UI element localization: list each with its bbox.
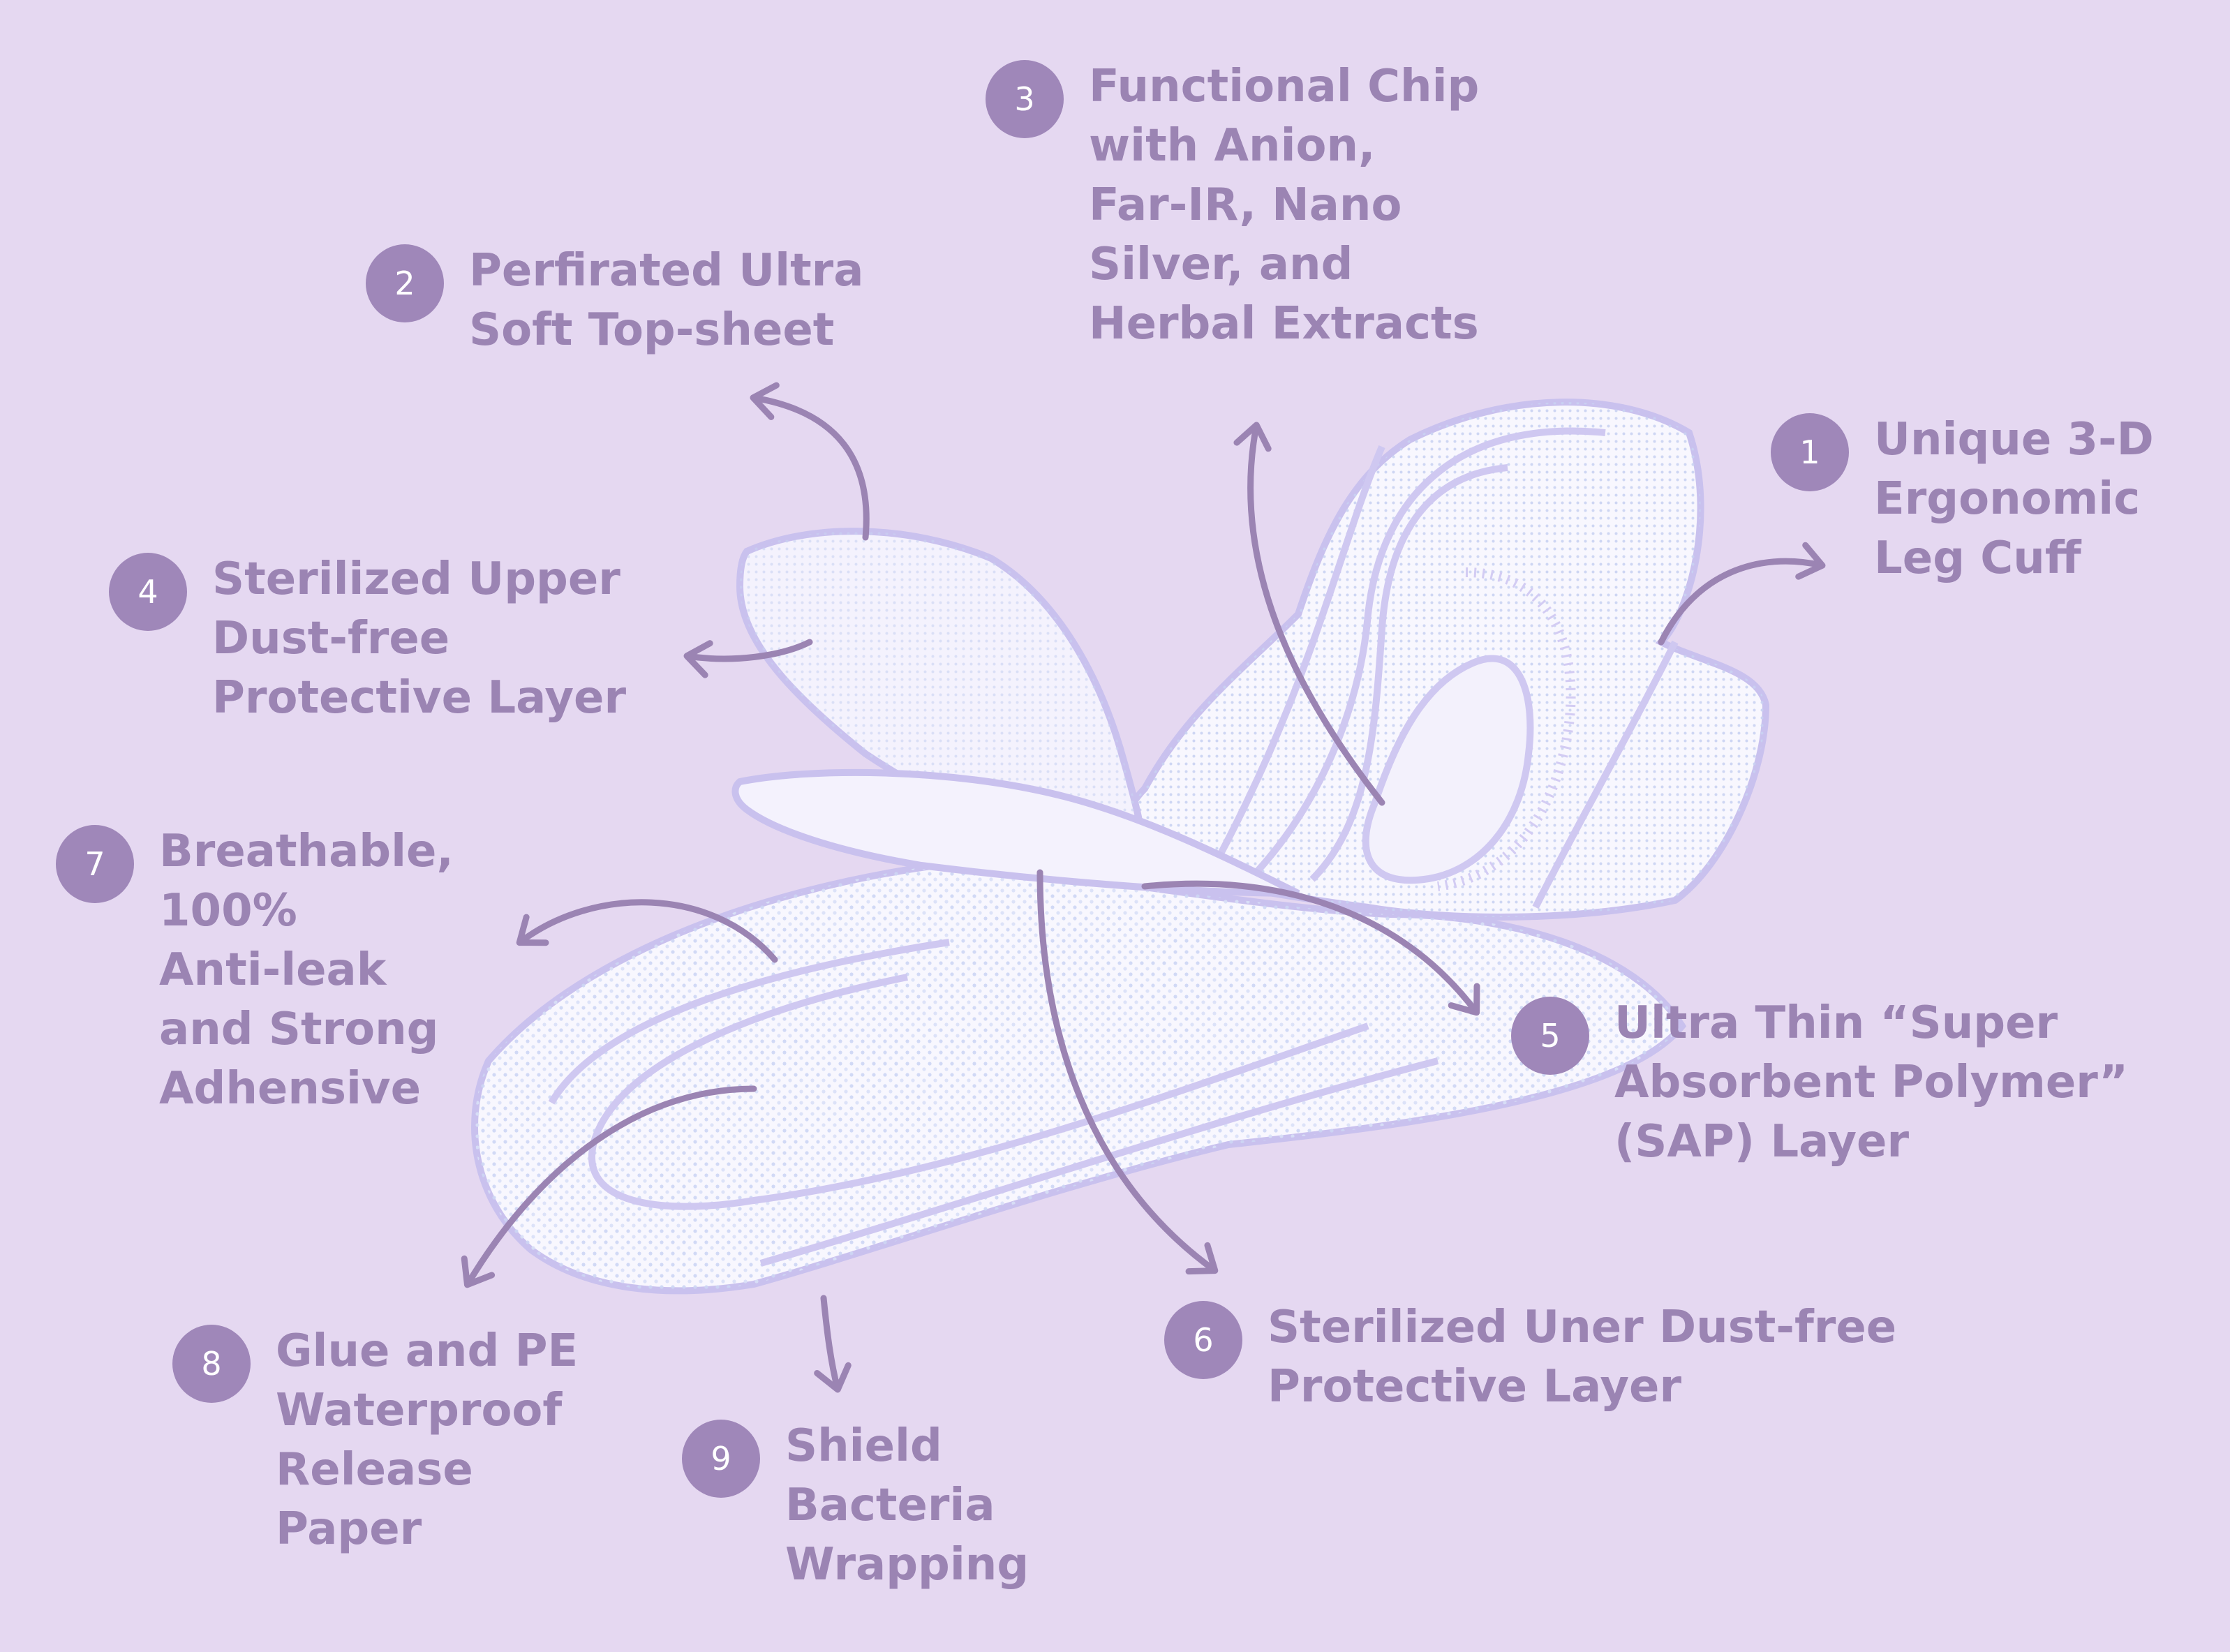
label-line: Protective Layer: [1268, 1361, 1681, 1413]
label-line: Sterilized Uner Dust-free: [1268, 1302, 1897, 1353]
label-line: Breathable,: [159, 826, 454, 877]
label-line: Far-IR, Nano: [1089, 179, 1402, 231]
label-line: Leg Cuff: [1874, 533, 2081, 584]
badge-3: 3: [986, 60, 1064, 138]
label-line: (SAP) Layer: [1614, 1116, 1909, 1168]
callout-6: 6 Sterilized Uner Dust-free Protective L…: [1164, 1298, 1896, 1417]
label-line: Unique 3-D: [1874, 414, 2154, 466]
callout-8: 8 Glue and PE Waterproof Release Paper: [172, 1322, 578, 1559]
arrow-1: [1658, 542, 1826, 646]
label-line: Bacteria: [785, 1480, 995, 1531]
arrow-5: [1141, 880, 1480, 1016]
callout-2: 2 Perfirated Ultra Soft Top-sheet: [366, 241, 863, 360]
label-line: and Strong: [159, 1004, 439, 1055]
label-2: Perfirated Ultra Soft Top-sheet: [469, 241, 863, 360]
label-line: Ergonomic: [1874, 473, 2141, 525]
pad-top-layer: [1113, 399, 1770, 921]
label-line: Ultra Thin “Super: [1614, 997, 2058, 1049]
callout-9: 9 Shield Bacteria Wrapping: [682, 1417, 1029, 1595]
label-3: Functional Chip with Anion, Far-IR, Nano…: [1089, 57, 1479, 354]
arrow-3: [1233, 422, 1385, 806]
label-line: Functional Chip: [1089, 61, 1480, 112]
pad-bottom-layer: [471, 861, 1687, 1295]
label-4: Sterilized Upper Dust-free Protective La…: [212, 550, 626, 728]
label-line: Wrapping: [785, 1539, 1029, 1591]
label-line: 100%: [159, 885, 297, 937]
label-line: Perfirated Ultra: [469, 245, 864, 297]
arrow-9: [814, 1295, 852, 1393]
label-line: Sterilized Upper: [212, 553, 620, 605]
badge-4: 4: [109, 553, 187, 631]
label-line: Anti-leak: [159, 944, 387, 996]
label-line: Dust-free: [212, 613, 450, 664]
label-5: Ultra Thin “Super Absorbent Polymer” (SA…: [1614, 994, 2128, 1172]
pad-upper-flap: [736, 528, 1149, 877]
badge-8: 8: [172, 1325, 251, 1403]
label-9: Shield Bacteria Wrapping: [785, 1417, 1029, 1595]
badge-1: 1: [1771, 413, 1849, 491]
callout-3: 3 Functional Chip with Anion, Far-IR, Na…: [986, 57, 1479, 354]
badge-6: 6: [1164, 1301, 1242, 1379]
arrow-7: [516, 899, 778, 963]
label-line: Adhensive: [159, 1063, 422, 1115]
badge-7: 7: [56, 825, 134, 903]
badge-9: 9: [682, 1420, 760, 1498]
callout-7: 7 Breathable, 100% Anti-leak and Strong …: [56, 822, 454, 1119]
label-line: Soft Top-sheet: [469, 304, 835, 356]
label-line: Waterproof: [276, 1385, 563, 1436]
label-6: Sterilized Uner Dust-free Protective Lay…: [1268, 1298, 1896, 1417]
label-1: Unique 3-D Ergonomic Leg Cuff: [1874, 410, 2154, 588]
label-7: Breathable, 100% Anti-leak and Strong Ad…: [159, 822, 454, 1119]
callout-1: 1 Unique 3-D Ergonomic Leg Cuff: [1771, 410, 2154, 588]
callout-4: 4 Sterilized Upper Dust-free Protective …: [109, 550, 626, 728]
arrow-2: [750, 382, 870, 541]
arrow-8: [461, 1085, 757, 1288]
label-line: Silver, and: [1089, 239, 1353, 290]
label-line: Shield: [785, 1420, 942, 1472]
arrow-4: [683, 639, 813, 678]
pad-absorbent-core: [1362, 655, 1534, 884]
label-line: Protective Layer: [212, 672, 626, 724]
label-line: Release: [276, 1444, 473, 1496]
label-line: Glue and PE: [276, 1325, 579, 1377]
label-line: Absorbent Polymer”: [1614, 1057, 2129, 1108]
arrow-6: [1036, 869, 1219, 1275]
badge-2: 2: [366, 244, 444, 322]
label-8: Glue and PE Waterproof Release Paper: [276, 1322, 578, 1559]
label-line: with Anion,: [1089, 120, 1376, 172]
label-line: Herbal Extracts: [1089, 298, 1479, 350]
callout-arrows: [461, 382, 1826, 1393]
pad-bottom-channel: [588, 974, 1369, 1210]
callout-5: 5 Ultra Thin “Super Absorbent Polymer” (…: [1511, 994, 2128, 1172]
pad-lower-flap: [731, 768, 1300, 897]
badge-5: 5: [1511, 997, 1589, 1075]
label-line: Paper: [276, 1503, 422, 1555]
